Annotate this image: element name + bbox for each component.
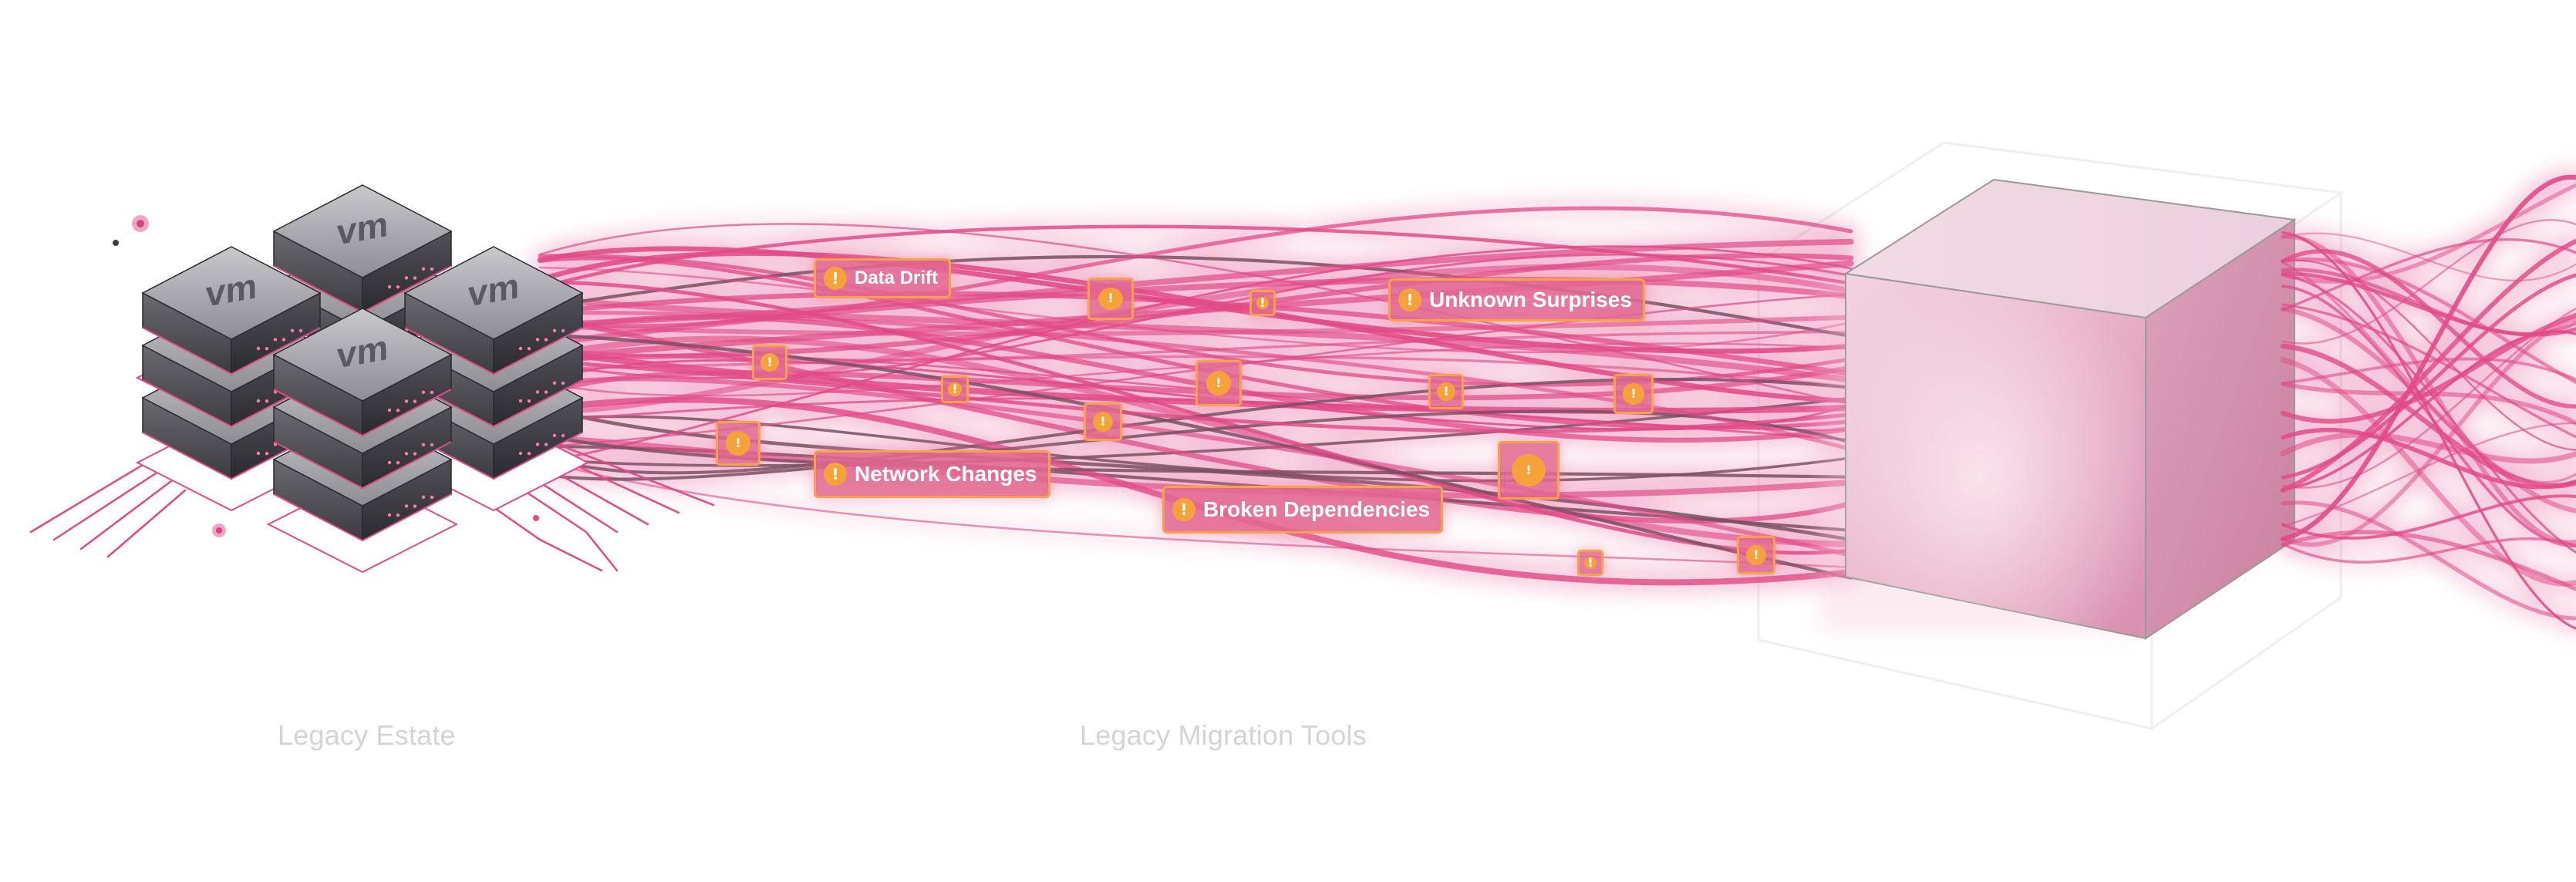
stream-line (538, 245, 1853, 464)
warning-icon: ! (1087, 278, 1134, 320)
warning-icon: ! (1084, 402, 1122, 441)
stream-line (2281, 219, 2576, 345)
stream-line (538, 458, 1853, 569)
stream-line (2281, 316, 2576, 547)
stream-line (538, 311, 1853, 452)
stream-line (2281, 530, 2576, 591)
stream-line (538, 223, 1853, 406)
warning-label: Broken Dependencies (1203, 497, 1431, 521)
warning-icon: ! (941, 375, 969, 403)
warning-icon: ! (824, 463, 847, 486)
vm-server-cluster: vm vm vm vm (135, 184, 590, 574)
stream-line (2281, 183, 2576, 284)
stream-line (537, 315, 1854, 443)
stream-line (538, 256, 1853, 430)
stream-line (2281, 232, 2576, 281)
legacy-migration-tools-label: Legacy Migration Tools (1080, 719, 1367, 751)
stream-line (538, 315, 1853, 337)
stream-line (538, 332, 1853, 580)
stream-line (2281, 268, 2576, 336)
stream-line (538, 396, 1853, 467)
stream-line (2281, 273, 2576, 554)
vm-logo: vm (206, 265, 257, 314)
stream-line (538, 266, 1853, 354)
stream-line (2280, 238, 2576, 493)
stream-line (2281, 422, 2576, 527)
warning-icon: ! (1398, 288, 1421, 311)
vm-server-icon: vm (272, 308, 453, 437)
target-cube (1820, 178, 2297, 640)
stream-exit-bundle (2280, 174, 2576, 630)
vm-server-icon: vm (403, 246, 584, 375)
warning-icon: ! (1428, 374, 1464, 409)
stream-line (2281, 231, 2576, 630)
stream-line (2280, 343, 2576, 489)
stream-line (2280, 357, 2576, 587)
warning-icon: ! (716, 421, 760, 466)
warning-icon: ! (1577, 550, 1603, 576)
warning-icon: ! (1737, 536, 1775, 574)
warning-unknown-surprises: ! Unknown Surprises (1388, 278, 1645, 321)
floating-dots (113, 215, 226, 537)
stream-line (2281, 261, 2576, 484)
vm-logo: vm (337, 327, 388, 375)
warning-icon: ! (824, 267, 847, 290)
stream-line (538, 206, 1853, 328)
stream-line (2281, 382, 2576, 426)
stream-line (2281, 249, 2576, 409)
stream-line (538, 409, 1853, 481)
vm-logo: vm (468, 265, 519, 314)
stream-line (2281, 537, 2576, 564)
warning-icon: ! (1172, 498, 1195, 521)
vm-server-icon: vm (141, 246, 322, 375)
warning-icon: ! (1195, 360, 1242, 406)
warning-icon: ! (1249, 290, 1276, 316)
stream-line (537, 396, 1854, 586)
stream-line (537, 434, 1854, 499)
stream-line (538, 433, 1853, 479)
warning-broken-dependencies: ! Broken Dependencies (1162, 486, 1444, 534)
warning-icon: ! (752, 345, 787, 380)
legacy-estate-label: Legacy Estate (278, 719, 456, 751)
warning-network-changes: ! Network Changes (814, 450, 1050, 498)
vm-logo: vm (337, 204, 388, 252)
stream-line (537, 335, 1854, 547)
stream-line (2281, 258, 2576, 385)
warning-icon: ! (1613, 374, 1654, 414)
stream-line (2281, 500, 2576, 621)
stream-line (538, 415, 1853, 483)
stream-line (2281, 259, 2576, 451)
warning-label: Unknown Surprises (1429, 288, 1632, 311)
warning-label: Data Drift (855, 268, 939, 288)
stream-line (538, 224, 1853, 290)
warning-label: Network Changes (855, 462, 1037, 486)
warning-icon: ! (1498, 441, 1559, 500)
warning-data-drift: ! Data Drift (814, 258, 952, 298)
stream-line (2280, 432, 2576, 464)
stream-line (2280, 312, 2576, 424)
